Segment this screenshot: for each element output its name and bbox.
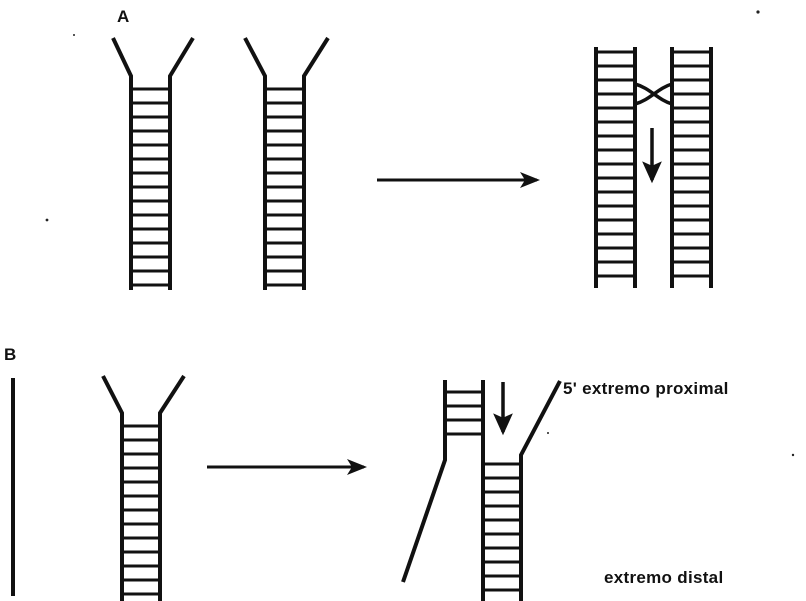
fork-a1-base-pairs [131,89,170,285]
fork-a2-right-strand [304,38,328,290]
duplex-left-base-pairs [596,52,635,276]
fork-b-left-strand [103,376,122,601]
strand-invasion-structure-b [403,380,560,601]
lower-duplex-base-pairs [483,464,521,590]
panel-a-label: A [117,7,129,26]
fork-a1-left-strand [113,38,131,290]
strand-crossover [635,84,672,104]
upper-duplex-base-pairs [445,392,483,434]
fork-a2-left-strand [245,38,265,290]
crossover-structure-a [596,47,711,288]
fork-a1-right-strand [170,38,193,290]
panel-b-label: B [4,345,16,364]
invading-strand-outer [403,380,445,582]
template-strand [521,381,560,601]
duplex-right-base-pairs [672,52,711,276]
five-prime-proximal-label: 5' extremo proximal [563,379,729,398]
replication-fork-b [103,376,184,601]
replication-fork-a2 [245,38,328,290]
fork-a2-base-pairs [265,89,304,285]
distal-end-label: extremo distal [604,568,723,587]
fork-b-base-pairs [122,426,160,594]
fork-b-right-strand [160,376,184,601]
replication-fork-a1 [113,38,193,290]
